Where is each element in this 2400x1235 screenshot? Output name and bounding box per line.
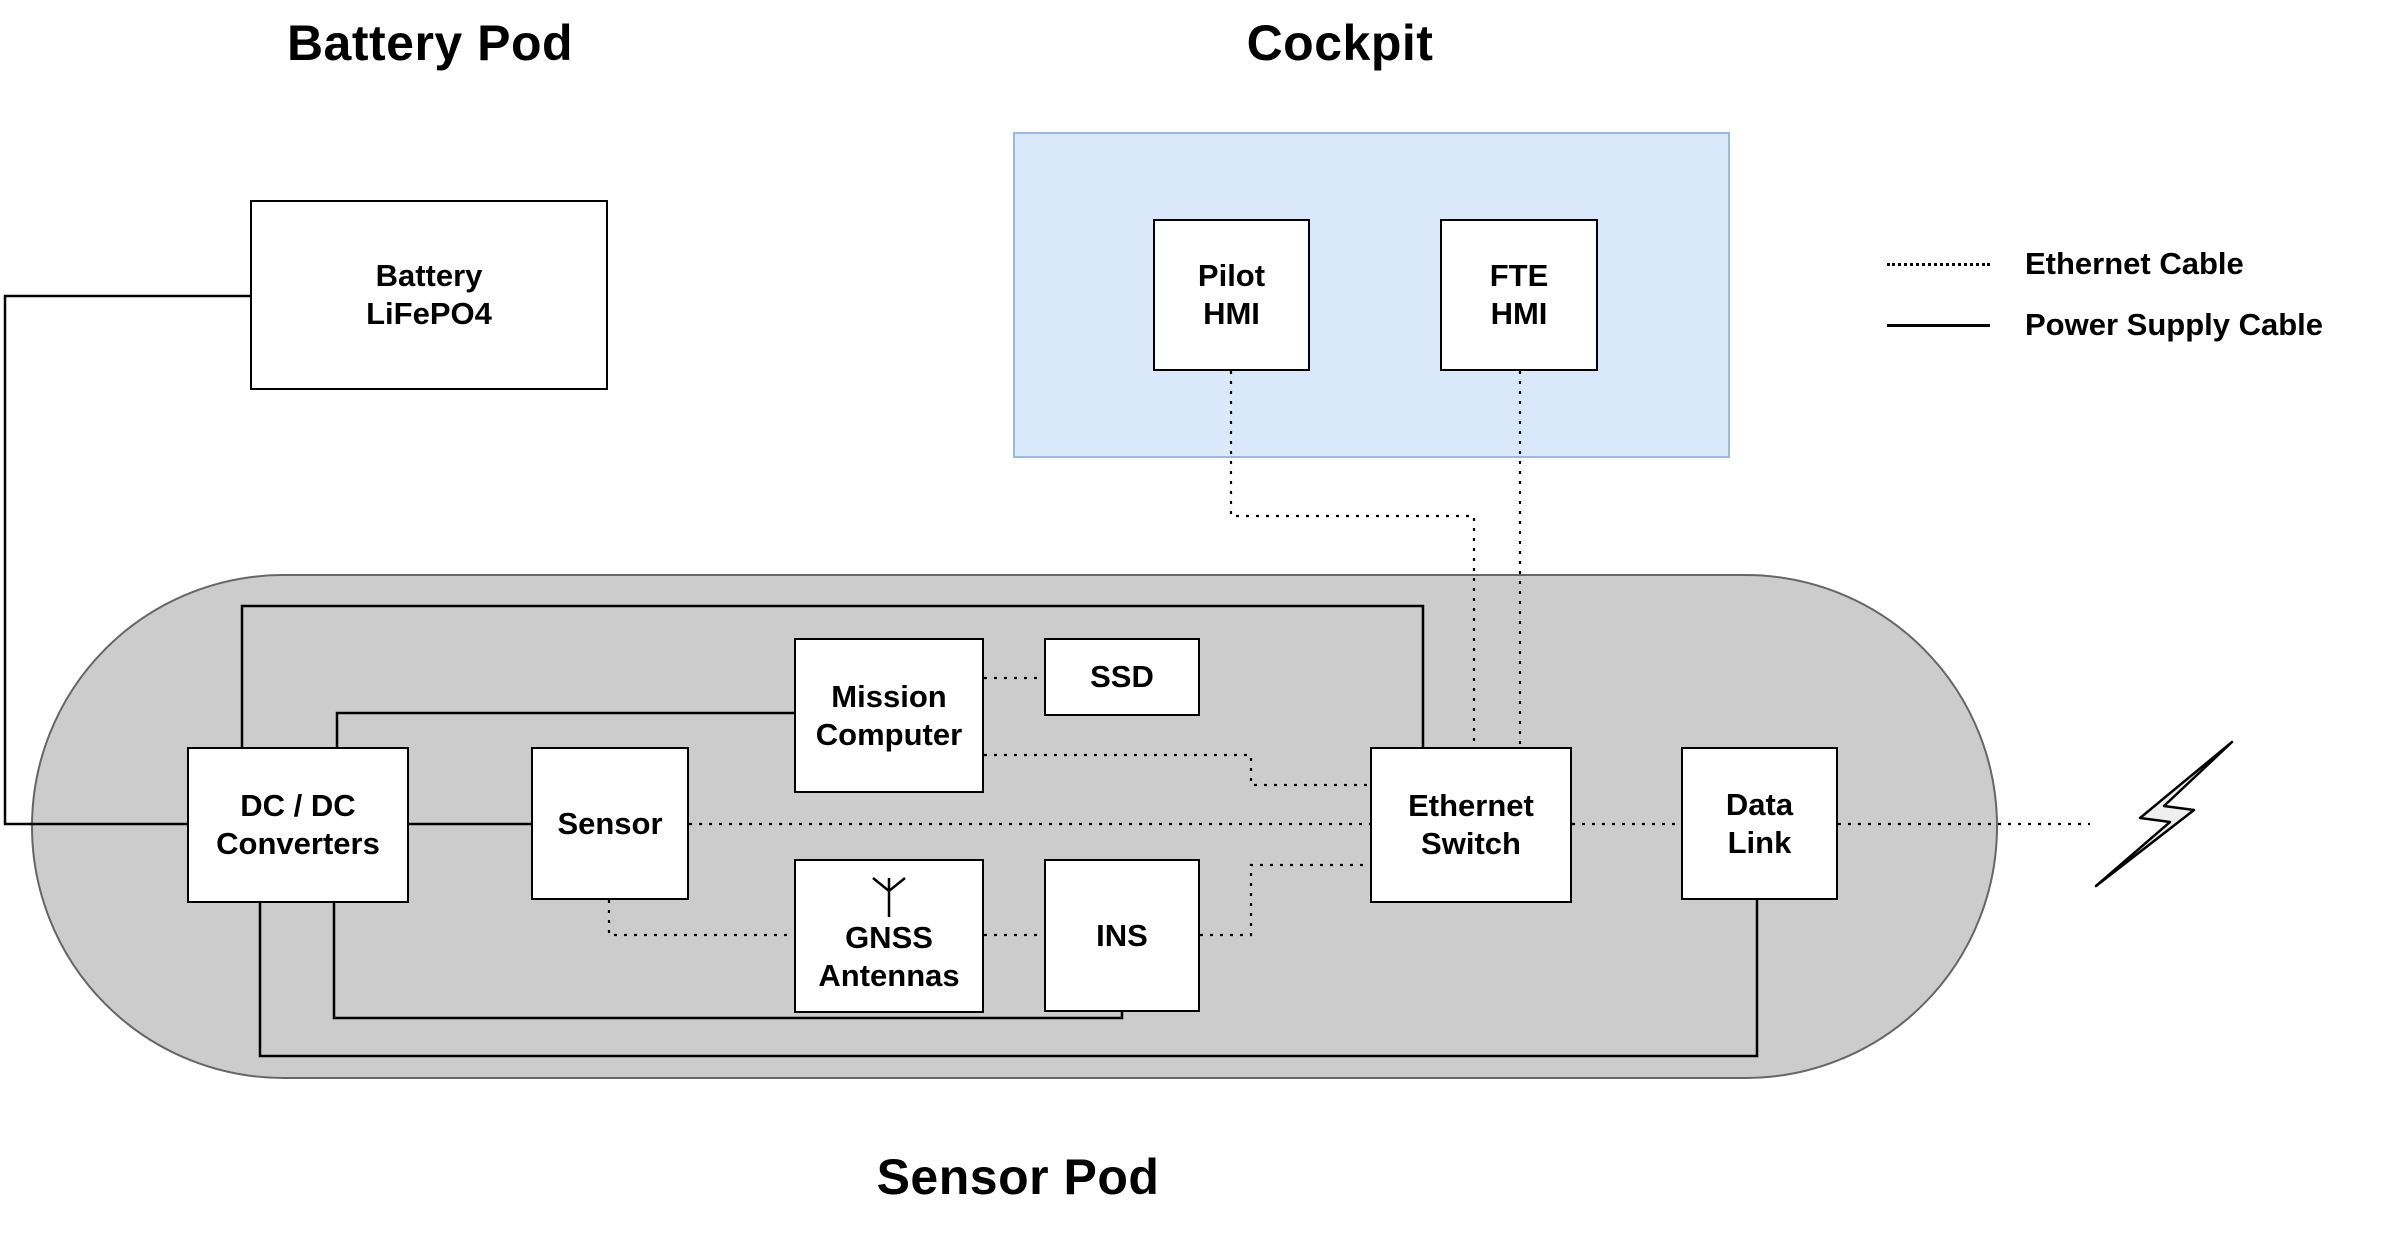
legend-power-line-sample <box>1887 324 1990 327</box>
node-ins: INS <box>1044 859 1200 1012</box>
node-label: Data <box>1725 786 1794 822</box>
node-label: GNSS <box>845 920 933 956</box>
node-label: Antennas <box>818 958 960 993</box>
node-gnss-antennas: GNSS Antennas <box>794 859 984 1013</box>
node-label: SSD <box>1090 659 1154 695</box>
node-sensor: Sensor <box>531 747 689 900</box>
node-label: Computer <box>815 716 963 752</box>
lightning-bolt-icon <box>2094 740 2234 888</box>
node-label: HMI <box>1490 296 1548 331</box>
cockpit-region <box>1013 132 1730 458</box>
antenna-icon <box>872 877 906 918</box>
node-label: HMI <box>1203 296 1260 331</box>
node-label: Converters <box>216 826 380 861</box>
battery-pod-title: Battery Pod <box>286 15 574 71</box>
node-label: LiFePO4 <box>366 296 492 331</box>
node-label: INS <box>1096 917 1148 953</box>
node-ssd: SSD <box>1044 638 1200 716</box>
node-label: DC / DC <box>240 788 356 824</box>
node-label: Ethernet <box>1408 788 1534 824</box>
node-ethernet-switch: Ethernet Switch <box>1370 747 1572 903</box>
node-dc-dc-converters: DC / DC Converters <box>187 747 409 903</box>
node-label: FTE <box>1489 258 1549 294</box>
node-label: Battery <box>375 258 483 294</box>
node-battery: Battery LiFePO4 <box>250 200 608 390</box>
cockpit-title: Cockpit <box>1246 15 1434 71</box>
node-fte-hmi: FTE HMI <box>1440 219 1598 371</box>
node-label: Link <box>1727 824 1792 860</box>
node-mission-computer: Mission Computer <box>794 638 984 793</box>
legend-ethernet-line-sample <box>1887 263 1990 266</box>
node-label: Switch <box>1421 826 1521 861</box>
node-data-link: Data Link <box>1681 747 1838 900</box>
node-label: Pilot <box>1197 258 1266 294</box>
node-label: Mission <box>831 678 947 714</box>
legend-ethernet-label: Ethernet Cable <box>2025 246 2244 281</box>
node-label: Sensor <box>557 805 663 841</box>
legend-power-label: Power Supply Cable <box>2025 307 2324 342</box>
node-pilot-hmi: Pilot HMI <box>1153 219 1310 371</box>
sensor-pod-title: Sensor Pod <box>876 1149 1160 1205</box>
